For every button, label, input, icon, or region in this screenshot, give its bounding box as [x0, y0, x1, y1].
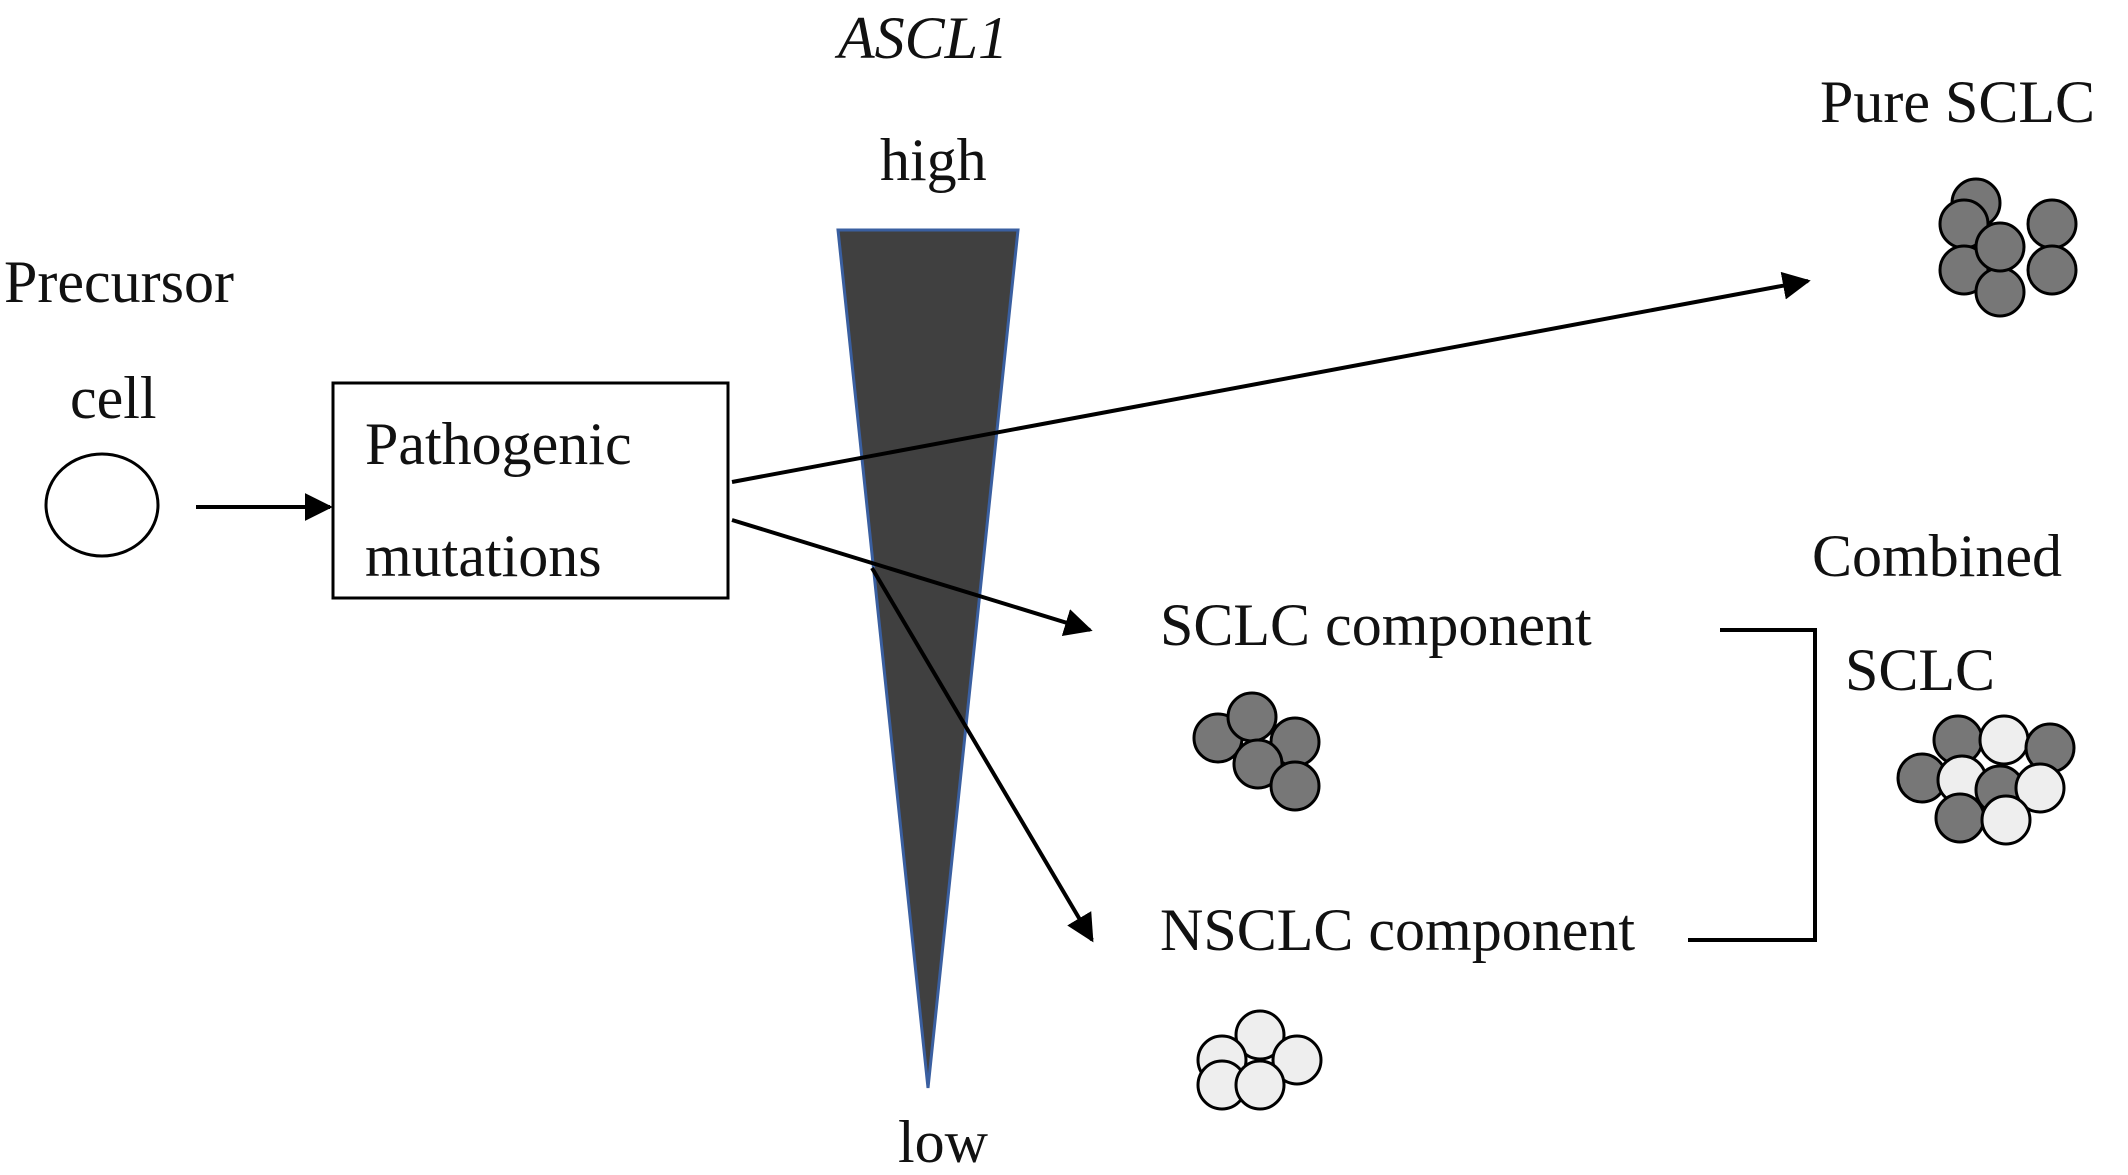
nsclc-component-label: NSCLC component: [1160, 897, 1635, 963]
pure-sclc-cell-cluster: [1938, 177, 2078, 318]
mutation-box: [331, 381, 730, 600]
precursor-cell: [44, 452, 160, 558]
arrow-to-nsclc-component: [870, 566, 1094, 943]
mutation-box-line1: Pathogenic: [365, 411, 632, 477]
pure-sclc-label: Pure SCLC: [1820, 69, 2096, 135]
arrow-to-pure-sclc: [731, 271, 1811, 484]
combined-bracket: [1688, 628, 1817, 942]
combined-sclc-label: SCLC: [1845, 637, 1996, 703]
arrow-to-sclc-component: [731, 518, 1093, 636]
mutation-box-line2: mutations: [365, 523, 602, 589]
gene-label: ASCL1: [838, 5, 1009, 71]
precursor-cell-label: cell: [70, 365, 157, 431]
combined-sclc-cell-cluster: [1896, 714, 2076, 846]
gradient-high-label: high: [880, 127, 987, 193]
precursor-label: Precursor: [4, 249, 234, 315]
gradient-low-label: low: [898, 1109, 988, 1175]
nsclc-component-cell-cluster: [1196, 1009, 1323, 1111]
sclc-component-cell-cluster: [1192, 691, 1321, 812]
sclc-component-label: SCLC component: [1160, 592, 1592, 658]
combined-label: Combined: [1812, 523, 2062, 589]
